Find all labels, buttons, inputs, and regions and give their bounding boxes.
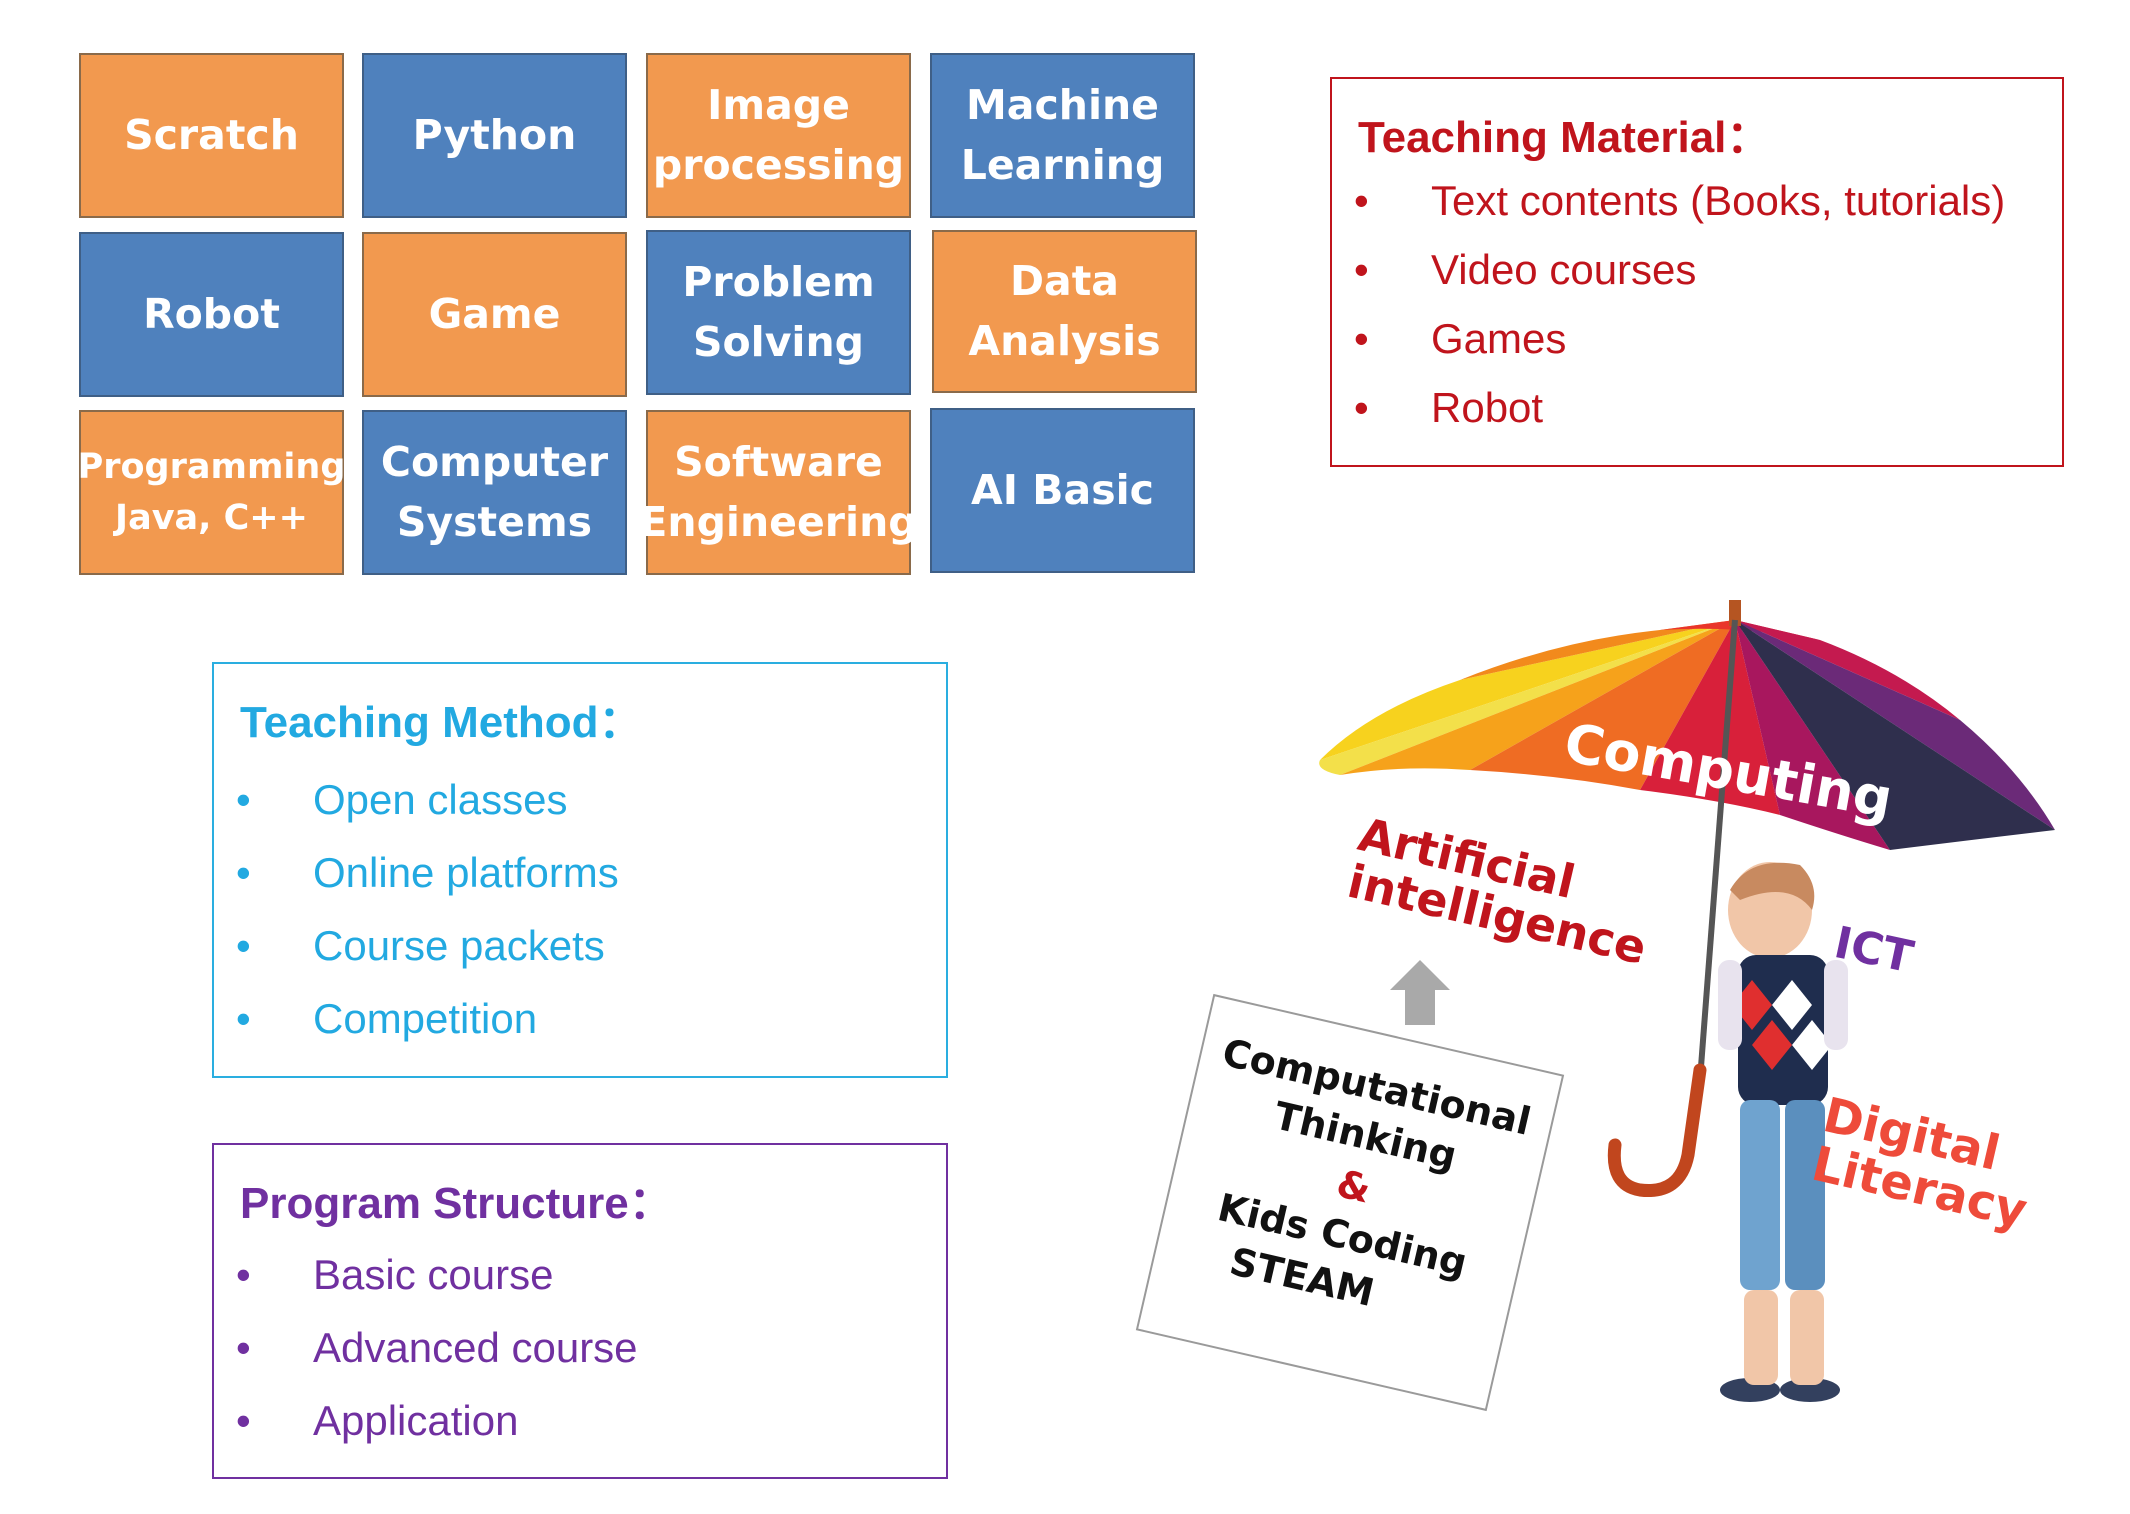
bullet: • <box>1354 246 1369 293</box>
teaching-method-box: Teaching Method： • Open classes • Online p… <box>212 662 948 1078</box>
list-item: • Open classes <box>236 776 619 849</box>
bullet: • <box>236 849 251 896</box>
tile-machine-learning: Machine Learning <box>930 53 1195 218</box>
bullet: • <box>236 1324 251 1371</box>
list-item: • Advanced course <box>236 1324 638 1397</box>
bullet: • <box>1354 315 1369 362</box>
teaching-material-box: Teaching Material： • Text contents (Books… <box>1330 77 2064 467</box>
bullet: • <box>236 922 251 969</box>
tile-scratch: Scratch <box>79 53 344 218</box>
bullet: • <box>1354 384 1369 431</box>
list-item: • Online platforms <box>236 849 619 922</box>
tile-software-engineering: Software Engineering <box>639 410 918 575</box>
list-item-text: Open classes <box>313 776 568 823</box>
list-item: • Application <box>236 1397 638 1470</box>
list-item-text: Text contents (Books, tutorials) <box>1431 177 2006 224</box>
list-item: • Basic course <box>236 1251 638 1324</box>
list-item-text: Online platforms <box>313 849 619 896</box>
child-figure <box>1718 862 1848 1402</box>
list-item-text: Video courses <box>1431 246 1697 293</box>
tile-data-analysis: Data Analysis <box>932 230 1197 393</box>
list-item: • Course packets <box>236 922 619 995</box>
list-item-text: Games <box>1431 315 1567 362</box>
list-item-text: Competition <box>313 995 538 1042</box>
tile-game: Game <box>362 232 627 397</box>
bullet: • <box>236 1397 251 1444</box>
umbrella-illustration: Computing Artificial intelligence ICT Di… <box>1135 600 2080 1420</box>
list-item: • Text contents (Books, tutorials) <box>1354 177 2005 246</box>
tile-python: Python <box>362 53 627 218</box>
tile-computer-systems: Computer Systems <box>362 410 627 575</box>
list-item-text: Robot <box>1431 384 1544 431</box>
list-item: • Games <box>1354 315 2005 384</box>
tile-problem-solving: Problem Solving <box>646 230 911 395</box>
list-item-text: Application <box>313 1397 519 1444</box>
list-item-text: Course packets <box>313 922 605 969</box>
teaching-method-heading: Teaching Method： <box>240 698 643 747</box>
list-item: • Robot <box>1354 384 2005 453</box>
program-structure-heading: Program Structure： <box>240 1179 673 1228</box>
bullet: • <box>236 995 251 1042</box>
umbrella-shaft <box>1697 619 1738 1081</box>
umbrella-drawing <box>1319 600 2055 1402</box>
teaching-material-list: • Text contents (Books, tutorials) • Video… <box>1354 177 2005 453</box>
list-item-text: Advanced course <box>313 1324 638 1371</box>
up-arrow-icon <box>1390 960 1450 1025</box>
bullet: • <box>1354 177 1369 224</box>
umbrella-canopy <box>1319 620 2055 850</box>
umbrella-handle <box>1607 1063 1707 1198</box>
list-item: • Video courses <box>1354 246 2005 315</box>
list-item: • Competition <box>236 995 619 1068</box>
tile-image-processing: Image processing <box>646 53 911 218</box>
program-structure-list: • Basic course • Advanced course • Applicat… <box>236 1251 638 1470</box>
tile-ai-basic: AI Basic <box>930 408 1195 573</box>
teaching-material-heading: Teaching Material： <box>1358 113 1771 162</box>
teaching-method-list: • Open classes • Online platforms • Course … <box>236 776 619 1068</box>
umbrella-tip <box>1729 600 1741 626</box>
tile-robot: Robot <box>79 232 344 397</box>
tile-programming: Programming Java, C++ <box>78 410 345 575</box>
list-item-text: Basic course <box>313 1251 554 1298</box>
bullet: • <box>236 1251 251 1298</box>
bullet: • <box>236 776 251 823</box>
program-structure-box: Program Structure： • Basic course • Advanc… <box>212 1143 948 1479</box>
